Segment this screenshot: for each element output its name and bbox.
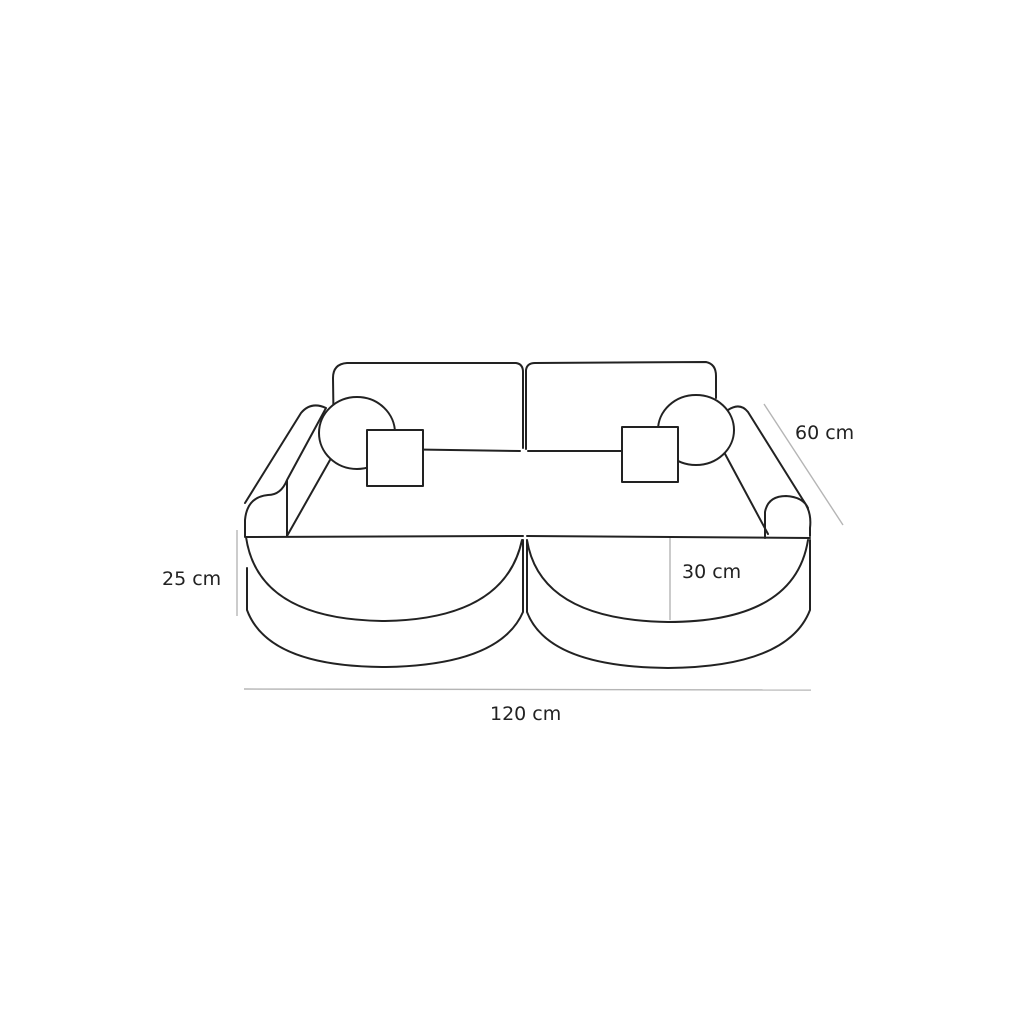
depth-dimension-line (763, 403, 844, 526)
height-label: 25 cm (162, 568, 221, 590)
left-seat-front-edge (245, 535, 524, 538)
left-backrest (332, 362, 524, 451)
right-seat-inner-edge (723, 451, 769, 535)
sofa-right-module (525, 361, 812, 669)
left-rounded-base (245, 536, 524, 668)
seat-depth-label: 30 cm (682, 561, 741, 583)
right-square-pillow (621, 426, 679, 483)
left-seat-inner-edge (286, 459, 331, 537)
width-dimension-line (243, 688, 812, 691)
width-label: 120 cm (490, 703, 561, 725)
sofa-left-module (244, 362, 524, 668)
right-backrest (525, 361, 717, 450)
left-armrest (244, 404, 327, 538)
depth-label: 60 cm (795, 422, 854, 444)
right-armrest (727, 405, 812, 539)
right-rounded-base (526, 539, 811, 669)
left-square-pillow (366, 429, 424, 487)
right-seat-front-edge (526, 535, 811, 539)
